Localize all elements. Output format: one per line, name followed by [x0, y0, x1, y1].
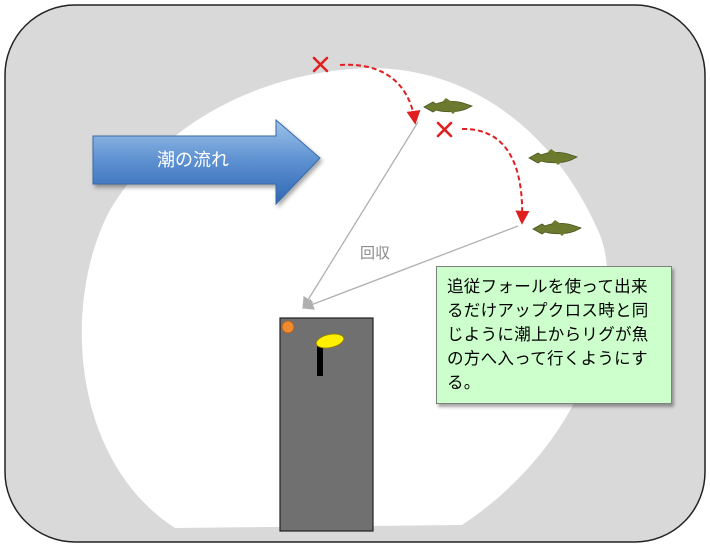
angler-icon [315, 333, 345, 376]
pier [279, 317, 374, 532]
fish-icon [528, 149, 579, 165]
drift-path-2 [461, 127, 530, 225]
retrieve-line-2 [301, 225, 519, 310]
current-arrow [92, 118, 321, 206]
current-label: 潮の流れ [157, 150, 229, 171]
x-mark-icon [312, 56, 329, 73]
note-text: 追従フォールを使って出来るだけアップクロス時と同じように潮上からリグが魚の方へ入… [447, 277, 649, 392]
fish-icon [532, 220, 583, 236]
x-mark-icon [436, 121, 453, 138]
note-box: 追従フォールを使って出来るだけアップクロス時と同じように潮上からリグが魚の方へ入… [436, 266, 672, 404]
lure-icon [281, 320, 295, 334]
fish-icon [423, 98, 474, 114]
retrieve-label: 回収 [360, 244, 390, 262]
retrieve-line-1 [302, 121, 419, 309]
